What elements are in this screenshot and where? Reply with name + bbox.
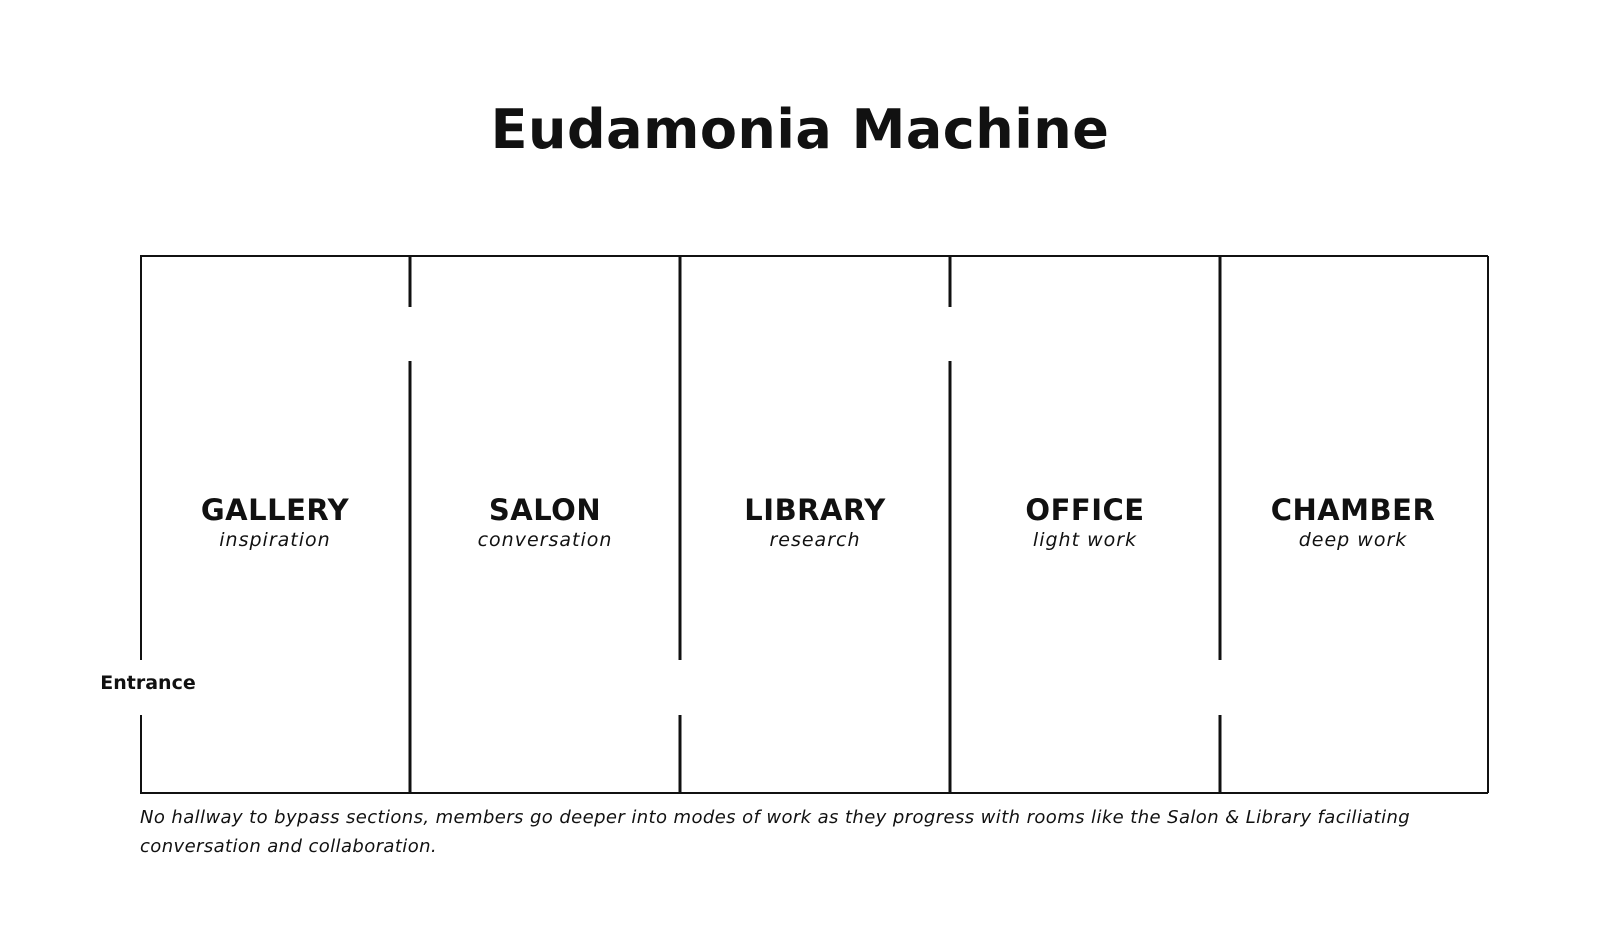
caption: No hallway to bypass sections, members g… bbox=[140, 807, 1411, 857]
room-office: OFFICE light work bbox=[954, 493, 1216, 553]
room-mode: light work bbox=[1032, 529, 1138, 551]
room-mode: conversation bbox=[477, 529, 613, 551]
room-gallery: GALLERY inspiration bbox=[144, 493, 406, 553]
room-mode: deep work bbox=[1298, 529, 1408, 551]
page-title: Eudamonia Machine bbox=[490, 98, 1110, 161]
room-name: GALLERY bbox=[200, 493, 350, 527]
room-name: SALON bbox=[488, 493, 602, 527]
room-mode: research bbox=[769, 529, 861, 551]
room-mode: inspiration bbox=[219, 529, 331, 551]
room-salon: SALON conversation bbox=[414, 493, 676, 553]
room-library: LIBRARY research bbox=[684, 493, 946, 553]
entrance-label: Entrance bbox=[100, 672, 196, 694]
room-chamber: CHAMBER deep work bbox=[1222, 493, 1484, 553]
room-name: LIBRARY bbox=[744, 493, 886, 527]
room-name: CHAMBER bbox=[1270, 493, 1436, 527]
room-name: OFFICE bbox=[1025, 493, 1145, 527]
